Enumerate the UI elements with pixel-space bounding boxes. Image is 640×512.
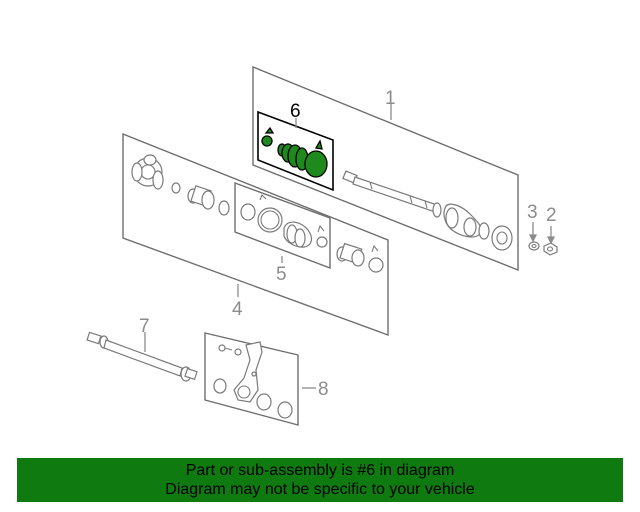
bearing-support-parts <box>213 341 293 419</box>
leader-lines <box>144 104 556 389</box>
callout-6-highlighted: 6 <box>290 101 301 122</box>
panel-outer-boot-kit-highlighted[interactable] <box>257 110 334 192</box>
intermediate-shaft <box>86 331 198 382</box>
driveshaft-parts <box>342 170 513 251</box>
callout-7: 7 <box>139 316 150 337</box>
info-banner: Part or sub-assembly is #6 in diagram Di… <box>17 458 623 502</box>
banner-line-2: Diagram may not be specific to your vehi… <box>165 481 475 498</box>
callout-1: 1 <box>385 88 396 109</box>
inner-joint-parts <box>131 154 384 273</box>
callout-5: 5 <box>276 264 287 285</box>
banner-line-1: Part or sub-assembly is #6 in diagram <box>185 462 455 479</box>
nut-and-washer <box>528 241 558 256</box>
callout-2: 2 <box>546 205 557 226</box>
callout-4: 4 <box>232 299 243 320</box>
callout-3: 3 <box>527 202 538 223</box>
callout-8: 8 <box>318 379 329 400</box>
